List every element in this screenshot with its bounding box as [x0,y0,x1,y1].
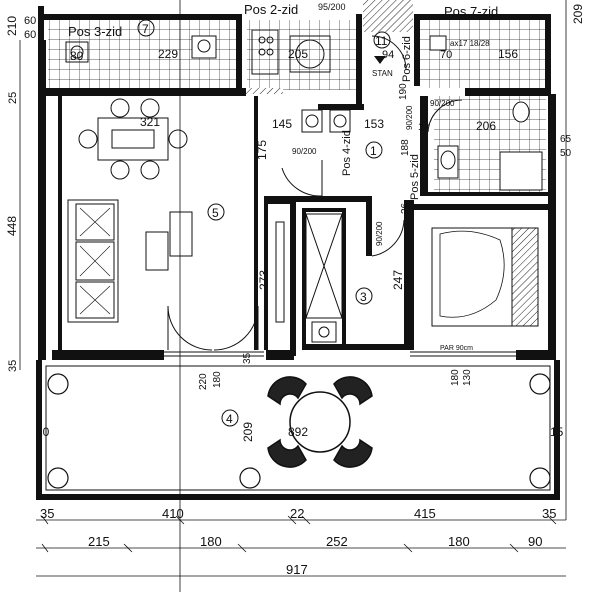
room-markers [137,19,391,427]
dim-190: 190 [398,83,409,100]
header-pos4: Pos 4-zid [341,130,353,176]
room-number-1: 1 [370,144,377,158]
dim-60-b: 60 [24,29,36,41]
dim-180-b: 180 [450,369,461,386]
room-number-5: 5 [212,206,219,220]
dim-180-a: 180 [212,371,223,388]
dim-321: 321 [140,115,160,129]
room-number-4: 4 [226,412,233,426]
tiled-area-hall [247,20,359,90]
side-table [169,211,193,257]
dim-188: 188 [400,139,411,156]
bottom-dim-917: 917 [286,562,308,577]
header-pos7: Pos 7-zid [444,4,498,19]
stan-marker-icon [374,56,386,64]
dim-70: 70 [440,49,452,61]
hatched-shaft-2 [245,88,283,94]
dim-130: 130 [462,369,473,386]
dim-35-mid: 35 [242,352,253,364]
dim-206: 206 [476,119,496,133]
bottom-dim-252: 252 [326,534,348,549]
bathroom-fixtures [191,35,543,191]
windows [52,15,516,357]
hatched-shaft [363,0,413,32]
planters [47,373,551,489]
dim-65: 65 [560,134,572,145]
dim-10: 10 [36,425,50,439]
bottom-dim-35-b: 35 [542,506,556,521]
bottom-dim-35-a: 35 [40,506,54,521]
dim-50: 50 [560,148,572,159]
dim-448: 448 [5,216,19,236]
dim-273: 273 [257,270,271,290]
bottom-dim-22: 22 [290,506,304,521]
header-pos2: Pos 2-zid [244,2,298,17]
dim-90-200-mid: 90/200 [375,221,384,246]
terrace-table-set [267,376,373,468]
dim-26: 26 [400,202,411,214]
dim-60-a: 60 [24,15,36,27]
dim-35-left: 35 [7,360,19,372]
dim-229: 229 [158,47,178,61]
header-pos2-dim: 95/200 [318,2,346,12]
dining-table [78,98,188,180]
dim-12: 12 [418,122,430,133]
interior-walls [58,96,548,356]
room-number-3: 3 [360,290,367,304]
terrace [36,360,560,500]
dim-175: 175 [255,140,269,160]
dim-145: 145 [272,117,292,131]
dim-par: PAR 90cm [440,345,473,352]
header-pos5: Pos 5-zid [409,154,421,200]
bottom-dim-180-b: 180 [448,534,470,549]
dim-153: 153 [364,117,384,131]
dim-80: 80 [70,49,84,63]
double-bed [431,227,539,327]
room-number-7: 7 [142,22,149,36]
hall-fixtures [65,29,351,133]
tiled-area-bath-top [420,20,548,88]
dim-210: 210 [5,16,19,36]
room-number-11: 11 [375,34,388,48]
dim-15: 15 [550,425,564,439]
doors [167,35,463,351]
bottom-dim-410: 410 [162,506,184,521]
dim-94: 94 [382,49,394,61]
dim-209-top: 209 [571,4,585,24]
sofa [67,199,119,323]
bottom-dim-415: 415 [414,506,436,521]
dim-247: 247 [391,270,405,290]
dim-25: 25 [7,92,19,104]
dim-90-200-top: 90/200 [430,99,455,108]
dim-209-terrace: 209 [241,422,255,442]
wardrobe [305,213,343,343]
dim-205: 205 [288,47,308,61]
exterior-walls [38,6,556,360]
dim-90-200-bath: 90/200 [405,105,414,130]
dim-220: 220 [198,373,209,390]
dimension-lines [19,0,567,592]
header-stan: STAN [372,69,393,78]
shelf [275,221,285,323]
dim-892: 892 [288,425,308,439]
bottom-dim-215: 215 [88,534,110,549]
dim-90-200-door: 90/200 [292,147,317,156]
dim-156: 156 [498,47,518,61]
bottom-dim-90: 90 [528,534,542,549]
header-pos3: Pos 3-zid [68,24,122,39]
coffee-table [145,231,169,271]
dim-ax: ax17 18/28 [450,39,490,48]
header-pos6: Pos 6-zid [401,36,413,82]
bottom-dim-180-a: 180 [200,534,222,549]
